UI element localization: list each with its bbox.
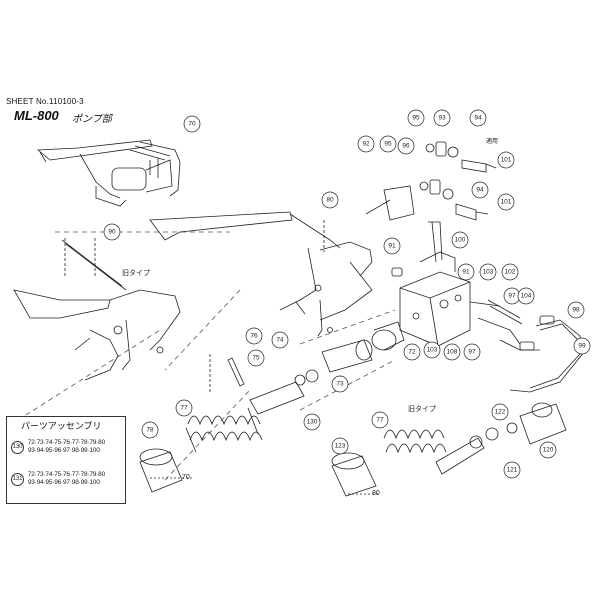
callout-label: 130	[306, 418, 318, 426]
dimension-label: 70	[182, 474, 190, 481]
callout-label: 101	[500, 156, 512, 164]
cylinder-parts-mid	[227, 321, 405, 415]
fittings-upper	[419, 141, 497, 221]
callout-label: 97	[468, 348, 476, 356]
sheet-number: SHEET No.110100-3	[6, 97, 84, 106]
callout-label: 96	[402, 142, 410, 150]
assembly-parts-line: 72·73·74·75·76·77·78·79·80	[27, 439, 105, 446]
callout-label: 90	[108, 228, 116, 236]
callout-label: 94	[474, 114, 482, 122]
callout-label: 77	[376, 416, 384, 424]
callout-label: 72	[408, 348, 416, 356]
callout-label: 77	[180, 404, 188, 412]
callout-label: 122	[494, 408, 506, 416]
spring-77-left	[185, 407, 263, 453]
model-title: ML-800	[14, 108, 59, 123]
callout-label: 123	[334, 442, 346, 450]
callout-label: 120	[542, 446, 554, 454]
pedal-assembly-70	[36, 139, 181, 207]
callout-label: 95	[384, 140, 392, 148]
sleeve-78	[139, 448, 183, 493]
assembly-table-title: パーツアッセンブリ	[21, 421, 102, 431]
callout-label: 95	[412, 114, 420, 122]
callout-label: 94	[476, 186, 484, 194]
assembly-number: 130	[11, 440, 24, 454]
callout-label: 97	[508, 292, 516, 300]
callout-label: 80	[326, 196, 334, 204]
callout-label: 91	[388, 242, 396, 250]
assembly-parts-line: 93·94·95·96·97·98·99·100	[27, 479, 100, 486]
assembly-row: 130 72·73·74·75·76·77·78·79·80 93·94·95·…	[11, 439, 105, 455]
old-type-label: 旧タイプ	[408, 406, 436, 413]
callout-label: 70	[188, 120, 196, 128]
dimension-label: 80	[372, 490, 380, 497]
piston-assembly	[435, 402, 567, 475]
callout-label: 91	[462, 268, 470, 276]
callout-label: 92	[362, 140, 370, 148]
spring-77-right	[383, 429, 447, 454]
hose-lines	[469, 299, 585, 393]
sleeve-123	[331, 452, 377, 497]
callout-label: 103	[426, 346, 438, 354]
pedal-assembly-80	[149, 211, 373, 337]
pedal-assembly-90	[13, 239, 181, 381]
callout-label: 108	[446, 348, 458, 356]
callout-label: 103	[482, 268, 494, 276]
assembly-parts-line: 93·94·95·96·97·98·99·100	[27, 447, 100, 454]
parts-assembly-table: パーツアッセンブリ 130 72·73·74·75·76·77·78·79·80…	[6, 416, 126, 504]
callout-label: 98	[572, 306, 580, 314]
annotation-label: 適用	[486, 139, 499, 145]
assembly-row: 131 72·73·74·75·76·77·78·79·80 93·94·95·…	[11, 471, 105, 487]
callout-label: 104	[520, 292, 532, 300]
callout-label: 75	[252, 354, 260, 362]
callout-circles	[103, 109, 591, 479]
callout-label: 93	[438, 114, 446, 122]
callout-label: 78	[146, 426, 154, 434]
callout-label: 101	[500, 198, 512, 206]
callout-label: 76	[250, 332, 258, 340]
old-type-label: 旧タイプ	[122, 270, 150, 277]
assembly-parts-line: 72·73·74·75·76·77·78·79·80	[27, 471, 105, 478]
assembly-number: 131	[11, 472, 24, 486]
callout-label: 102	[504, 268, 516, 276]
callout-label: 100	[454, 236, 466, 244]
callout-label: 74	[276, 336, 284, 344]
callout-label: 73	[336, 380, 344, 388]
callout-label: 99	[578, 342, 586, 350]
section-title: ポンプ部	[72, 114, 112, 125]
callout-label: 121	[506, 466, 518, 474]
valve-block	[365, 185, 471, 347]
